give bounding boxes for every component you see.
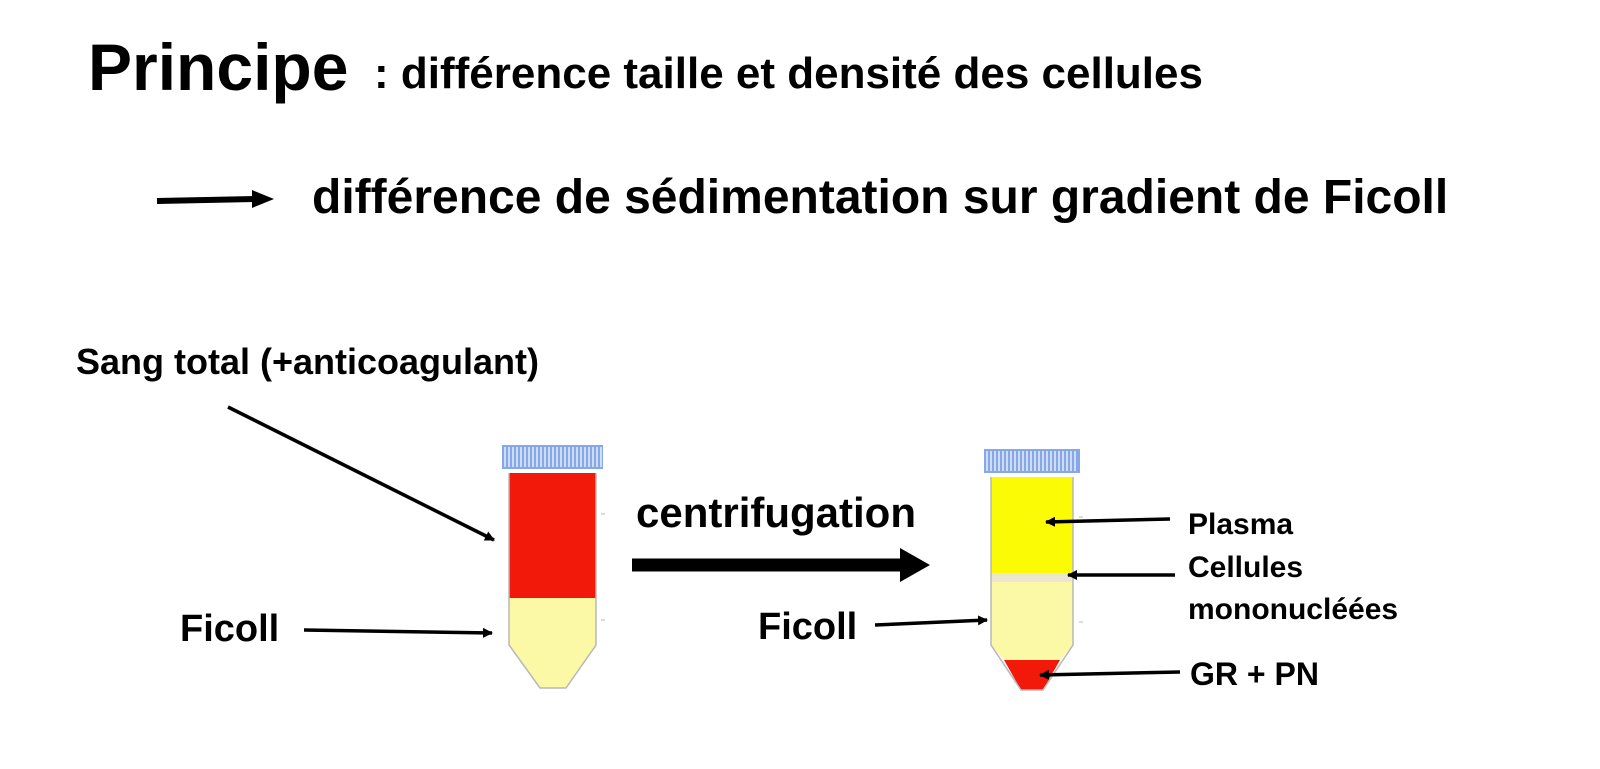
label-plasma: Plasma <box>1188 508 1294 541</box>
label-ficoll-left: Ficoll <box>180 608 280 650</box>
slide-title: Principe <box>88 30 349 104</box>
label-sang-total: Sang total (+anticoagulant) <box>76 341 540 382</box>
centrifugation-arrow <box>632 548 930 582</box>
arrow-ficoll-left <box>303 627 493 638</box>
label-ficoll-right: Ficoll <box>758 606 858 648</box>
label-cellules-line2: mononucléées <box>1188 593 1399 626</box>
tube-before-centrifugation <box>502 445 605 689</box>
tube-left-blood-layer <box>509 473 596 598</box>
arrow-gr-pn <box>1039 669 1181 680</box>
tube-after-centrifugation <box>984 449 1083 691</box>
label-gr-pn: GR + PN <box>1190 656 1319 692</box>
tube-right-outline <box>990 477 1074 691</box>
label-centrifugation: centrifugation <box>636 489 916 536</box>
tube-left-cap <box>502 445 603 469</box>
slide-title-subtext: : différence taille et densité des cellu… <box>374 49 1203 98</box>
subtitle-arrow <box>156 190 274 208</box>
arrow-plasma <box>1045 516 1171 527</box>
label-cellules-line1: Cellules <box>1188 551 1304 584</box>
tube-right-red-cells-layer <box>1004 660 1060 690</box>
tube-left-outline <box>508 473 597 689</box>
tube-right-mononuclear-band <box>991 573 1073 582</box>
tube-right-cap <box>984 449 1080 473</box>
arrow-sang-total <box>227 405 495 542</box>
tube-left-ficoll-layer <box>509 598 596 688</box>
slide-subtitle: différence de sédimentation sur gradient… <box>312 171 1449 224</box>
tube-right-ficoll-layer <box>991 582 1073 660</box>
arrow-ficoll-right <box>874 615 988 627</box>
tube-right-plasma-layer <box>991 477 1073 573</box>
